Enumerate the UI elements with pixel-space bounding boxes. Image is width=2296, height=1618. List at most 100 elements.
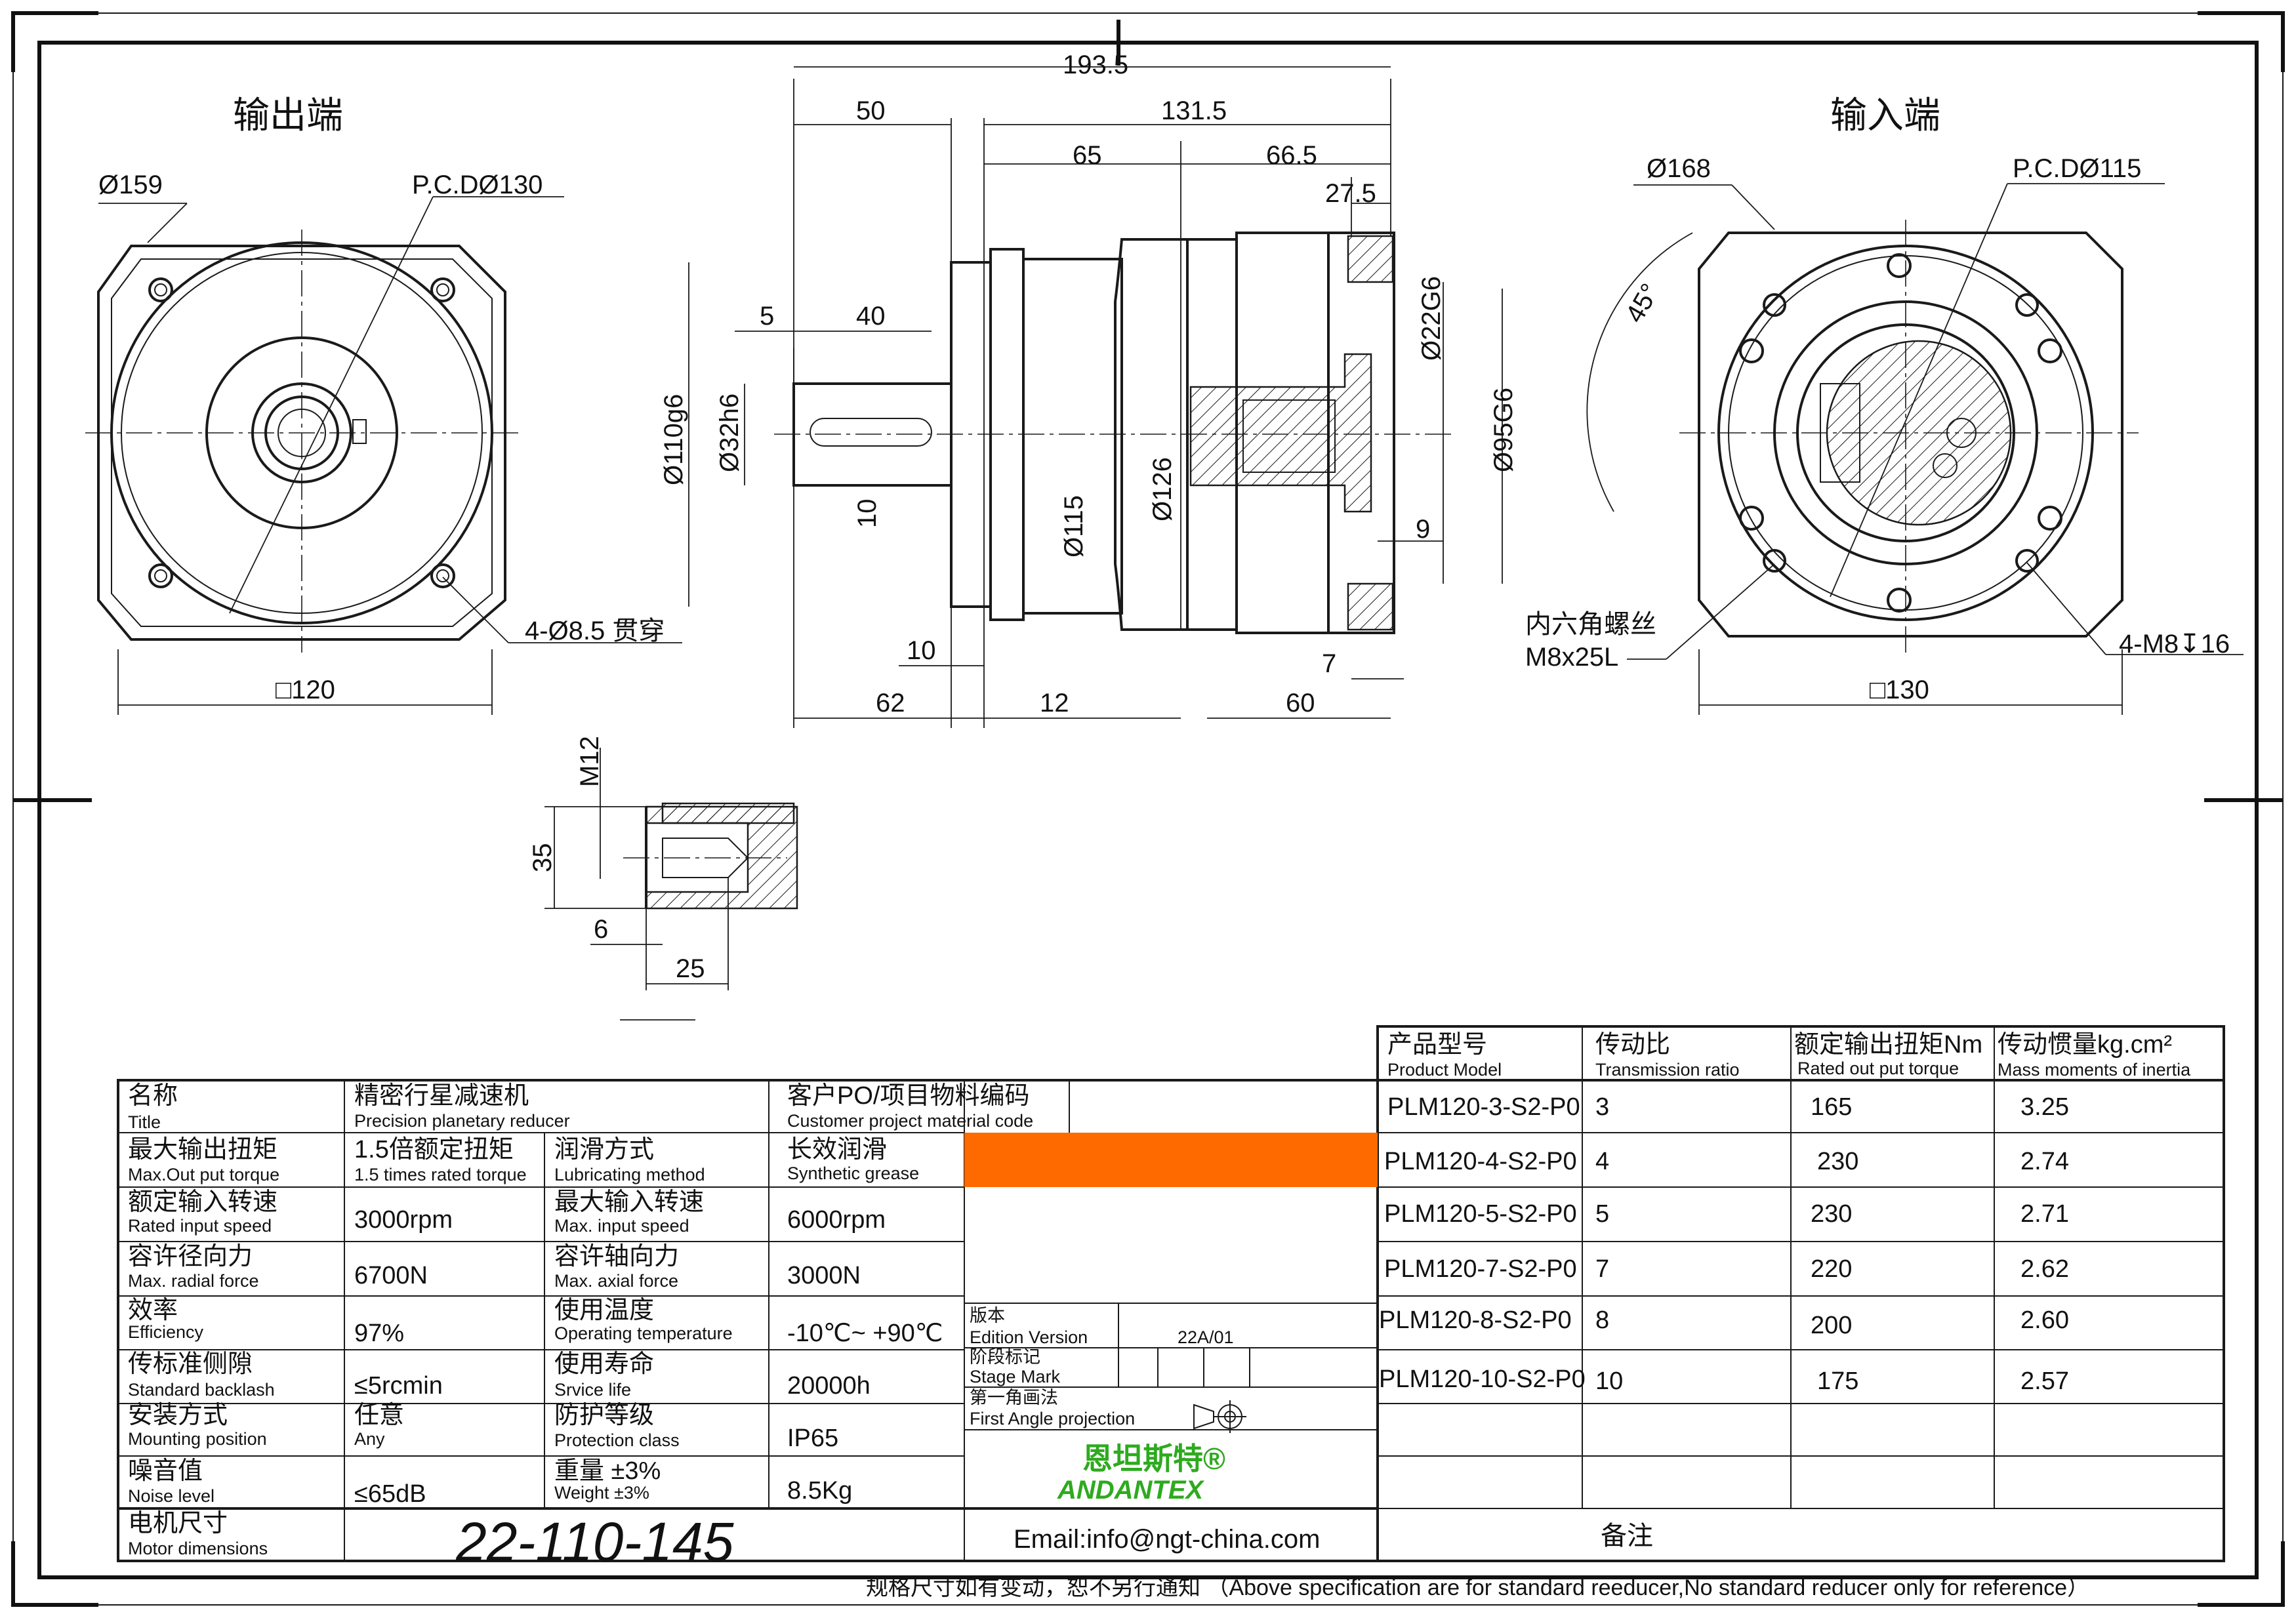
input-end-title: 输入端	[1830, 94, 1940, 136]
protection-value: IP65	[787, 1425, 838, 1452]
dim-66-5: 66.5	[1266, 141, 1317, 170]
row-1-inertia: 3.25	[2020, 1093, 2069, 1121]
row-4-model: PLM120-7-S2-P0	[1384, 1255, 1577, 1283]
spec-table: 名称 Title 精密行星减速机 Precision planetary red…	[117, 1079, 1379, 1573]
axial-force-en: Max. axial force	[554, 1271, 678, 1291]
backlash-en: Standard backlash	[128, 1380, 275, 1400]
radial-force-en: Max. radial force	[128, 1271, 259, 1291]
output-end-title: 输出端	[233, 94, 343, 136]
max-input-speed-cn: 最大输入转速	[554, 1188, 704, 1216]
title-cn: 名称	[128, 1082, 178, 1110]
maxout-val-cn: 1.5倍额定扭矩	[354, 1136, 514, 1163]
customer-code-cn: 客户PO/项目物料编码	[787, 1082, 1029, 1110]
company-logo-en: ANDANTEX	[1057, 1476, 1205, 1505]
dim-10: 10	[907, 636, 936, 665]
dim-40: 40	[856, 302, 886, 331]
row-1-ratio: 3	[1595, 1093, 1609, 1121]
out-square-label: □120	[276, 676, 335, 704]
row-2-torque: 230	[1817, 1148, 1858, 1175]
out-dia-label: Ø159	[98, 171, 163, 199]
dim-10-key: 10	[853, 499, 882, 529]
output-end-view: 输出端 P.C.DØ130 Ø159 4-Ø8.5 贯穿 □120	[85, 94, 682, 715]
edition-value: 22A/01	[1178, 1327, 1234, 1347]
radial-force-value: 6700N	[354, 1262, 428, 1289]
dim-50: 50	[856, 96, 886, 125]
row-2-inertia: 2.74	[2020, 1148, 2069, 1175]
dim-126: Ø126	[1148, 457, 1177, 521]
dim-22: Ø22G6	[1417, 276, 1446, 361]
inertia-header-en: Mass moments of inertia	[1998, 1060, 2191, 1080]
max-input-speed-value: 6000rpm	[787, 1206, 886, 1234]
out-pcd-label: P.C.DØ130	[412, 171, 543, 199]
service-life-cn: 使用寿命	[554, 1350, 654, 1378]
axial-force-cn: 容许轴向力	[554, 1243, 679, 1270]
mounting-value-cn: 任意	[354, 1402, 404, 1429]
edition-en: Edition Version	[970, 1327, 1088, 1347]
backlash-cn: 传标准侧隙	[128, 1350, 253, 1378]
detail-6: 6	[594, 915, 608, 944]
in-holes-label: 4-M8↧16	[2119, 630, 2230, 658]
detail-25: 25	[676, 954, 705, 983]
efficiency-cn: 效率	[128, 1297, 178, 1324]
footer-note: 规格尺寸如有变动，恕不另行通知 （Above specification are…	[866, 1575, 2089, 1600]
customer-code-en: Customer project material code	[787, 1111, 1033, 1131]
maxout-val-en: 1.5 times rated torque	[354, 1165, 527, 1184]
dim-12: 12	[1040, 689, 1069, 718]
row-4-torque: 220	[1811, 1255, 1852, 1283]
inertia-header-cn: 传动惯量kg.cm²	[1998, 1031, 2172, 1059]
dim-115: Ø115	[1059, 495, 1088, 557]
title-en: Title	[128, 1112, 161, 1132]
motor-dim-cn: 电机尺寸	[128, 1510, 228, 1537]
ratio-header-cn: 传动比	[1595, 1031, 1670, 1059]
edition-cn: 版本	[970, 1306, 1005, 1325]
rated-input-speed-cn: 额定输入转速	[128, 1188, 277, 1216]
noise-cn: 噪音值	[128, 1457, 203, 1485]
row-3-inertia: 2.71	[2020, 1200, 2069, 1228]
lub-en: Lubricating method	[554, 1165, 705, 1184]
dim-32: Ø32h6	[715, 394, 744, 472]
temperature-value: -10℃~ +90℃	[787, 1320, 943, 1347]
row-6-model: PLM120-10-S2-P0	[1379, 1365, 1586, 1393]
row-5-model: PLM120-8-S2-P0	[1379, 1306, 1572, 1334]
row-2-model: PLM120-4-S2-P0	[1384, 1148, 1577, 1175]
temperature-cn: 使用温度	[554, 1297, 654, 1324]
mounting-en: Mounting position	[128, 1429, 267, 1449]
row-3-ratio: 5	[1595, 1200, 1609, 1228]
dim-62: 62	[876, 689, 905, 718]
max-input-speed-en: Max. input speed	[554, 1216, 689, 1236]
row-4-ratio: 7	[1595, 1255, 1609, 1283]
title-val-cn: 精密行星减速机	[354, 1082, 529, 1110]
noise-value: ≤65dB	[354, 1480, 426, 1508]
protection-cn: 防护等级	[554, 1402, 654, 1429]
side-section-view: 193.5 50 131.5 65 66.5 27.5 5 40 Ø110g6 …	[659, 51, 1518, 728]
remark-label: 备注	[1601, 1522, 1653, 1550]
row-5-inertia: 2.60	[2020, 1306, 2069, 1334]
in-angle-label: 45°	[1620, 279, 1665, 327]
angle-en: First Angle projection	[970, 1409, 1135, 1428]
row-6-ratio: 10	[1595, 1367, 1623, 1395]
dim-27-5: 27.5	[1325, 179, 1376, 208]
title-val-en: Precision planetary reducer	[354, 1111, 570, 1131]
row-2-ratio: 4	[1595, 1148, 1609, 1175]
stage-cn: 阶段标记	[970, 1347, 1040, 1367]
row-1-torque: 165	[1811, 1093, 1852, 1121]
out-holes-label: 4-Ø8.5 贯穿	[525, 617, 665, 645]
rated-input-speed-value: 3000rpm	[354, 1206, 453, 1234]
model-header-en: Product Model	[1387, 1060, 1502, 1080]
row-5-ratio: 8	[1595, 1306, 1609, 1334]
in-dia-label: Ø168	[1647, 154, 1711, 183]
motor-dim-en: Motor dimensions	[128, 1539, 268, 1558]
detail-35: 35	[528, 843, 557, 873]
maxout-cn: 最大输出扭矩	[128, 1136, 277, 1163]
row-3-model: PLM120-5-S2-P0	[1384, 1200, 1577, 1228]
radial-force-cn: 容许径向力	[128, 1243, 253, 1270]
weight-value: 8.5Kg	[787, 1477, 852, 1505]
dim-131-5: 131.5	[1161, 96, 1227, 125]
mounting-value-en: Any	[354, 1429, 385, 1449]
efficiency-en: Efficiency	[128, 1322, 204, 1342]
maxout-en: Max.Out put torque	[128, 1165, 279, 1184]
row-6-inertia: 2.57	[2020, 1367, 2069, 1395]
efficiency-value: 97%	[354, 1320, 404, 1347]
dim-5: 5	[760, 302, 774, 331]
axial-force-value: 3000N	[787, 1262, 861, 1289]
